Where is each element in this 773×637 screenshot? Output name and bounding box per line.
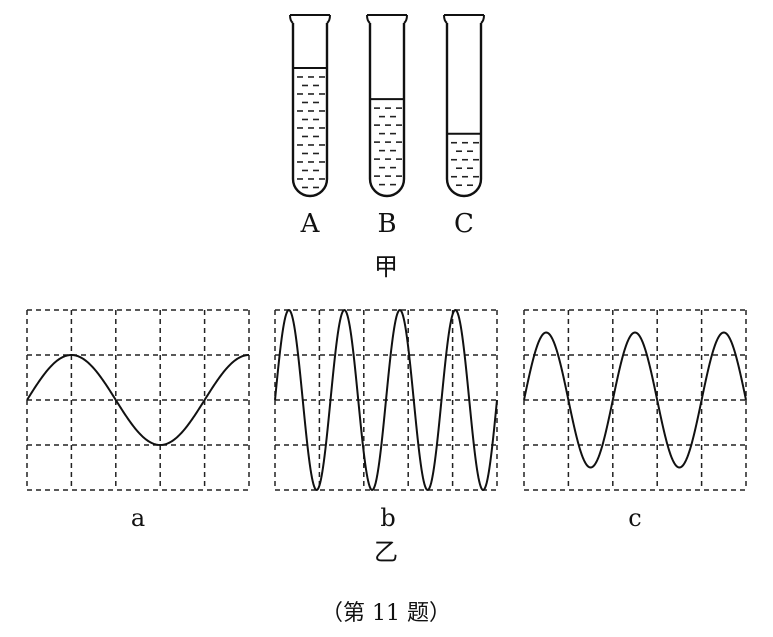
tube-body <box>445 23 483 198</box>
tube-rim <box>366 14 408 24</box>
waveform-a <box>26 309 250 491</box>
waveform-trace-a <box>26 353 250 447</box>
tube-rim <box>443 14 485 24</box>
waveform-label-b: b <box>380 504 395 532</box>
waveform-trace-c <box>523 331 747 469</box>
waveform-group: a b c 乙 <box>26 308 747 566</box>
waveform-c <box>523 309 747 491</box>
waveform-label-a: a <box>131 504 145 532</box>
waveform-label-c: c <box>628 504 641 532</box>
figure-caption: （第 11 题） <box>321 601 451 626</box>
tube-body <box>368 23 406 198</box>
part-label-yi: 乙 <box>374 538 398 566</box>
tube-label-b: B <box>377 209 396 239</box>
test-tube-a <box>289 14 331 198</box>
test-tube-group: A B C 甲 <box>289 14 485 281</box>
waveform-grid-c <box>523 309 747 491</box>
tube-rim <box>289 14 331 24</box>
tube-label-a: A <box>300 209 321 239</box>
test-tube-c <box>443 14 485 198</box>
part-label-jia: 甲 <box>374 253 398 281</box>
waveform-grid-a <box>26 309 250 491</box>
waveform-trace-b <box>274 308 498 492</box>
test-tube-b <box>366 14 408 198</box>
waveform-b <box>274 308 498 492</box>
tube-label-c: C <box>454 209 474 239</box>
tube-body <box>291 23 329 198</box>
